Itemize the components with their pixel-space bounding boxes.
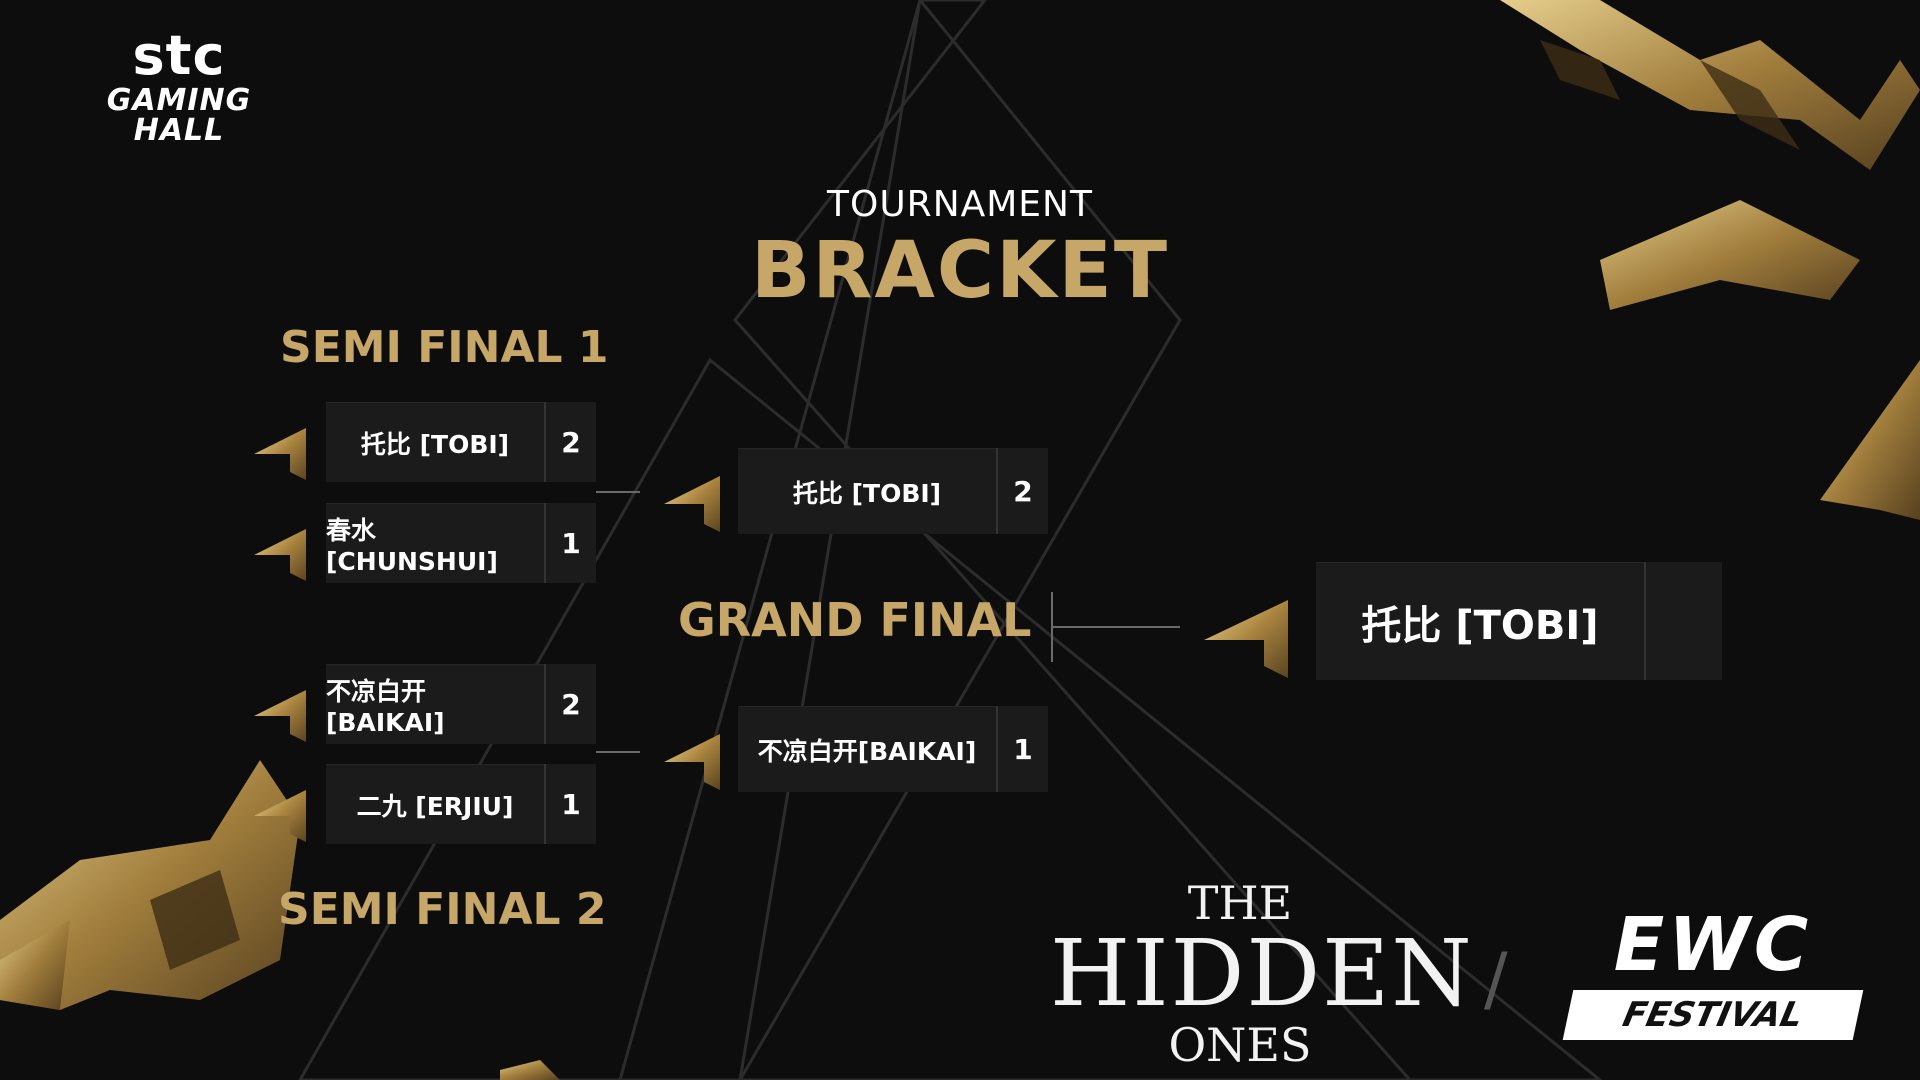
winner-name: 托比 [TOBI]	[1316, 562, 1644, 680]
player-name: 二九 [ERJIU]	[326, 764, 544, 844]
player-score: 2	[996, 448, 1048, 534]
final-slot-1[interactable]: 托比 [TOBI] 2	[652, 448, 1048, 534]
player-name: 春水[CHUNSHUI]	[326, 503, 544, 583]
divider-slash: /	[1484, 938, 1508, 1020]
stc-gaming-hall-logo: stc GAMING HALL	[84, 26, 274, 146]
player-name: 不凉白开[BAIKAI]	[326, 664, 544, 744]
player-score: 2	[544, 402, 596, 482]
winner-slot[interactable]: 托比 [TOBI]	[1186, 562, 1722, 680]
title-bracket: BRACKET	[750, 226, 1170, 316]
ewc-logo-text: EWC	[1613, 902, 1813, 988]
gold-emblem-icon	[240, 402, 326, 482]
title-tournament: TOURNAMENT	[827, 184, 1093, 225]
semi-final-2-label: SEMI FINAL 2	[278, 884, 607, 935]
stc-logo-text: stc	[132, 24, 226, 87]
hidden-ones-line1: THE	[1187, 876, 1293, 930]
player-name: 不凉白开[BAIKAI]	[738, 706, 996, 792]
semi2-slot-1[interactable]: 不凉白开[BAIKAI] 2	[240, 664, 596, 744]
semi2-slot-2[interactable]: 二九 [ERJIU] 1	[240, 764, 596, 844]
player-score: 2	[544, 664, 596, 744]
gold-emblem-icon	[652, 706, 738, 792]
player-name: 托比 [TOBI]	[738, 448, 996, 534]
gold-emblem-icon	[240, 764, 326, 844]
player-score: 1	[544, 503, 596, 583]
the-hidden-ones-logo: THE HIDDEN ONES	[1050, 876, 1474, 1072]
gold-emblem-icon	[240, 503, 326, 583]
winner-score-box	[1644, 562, 1722, 680]
final-slot-2[interactable]: 不凉白开[BAIKAI] 1	[652, 706, 1048, 792]
gold-emblem-icon	[1186, 562, 1316, 680]
hidden-ones-line3: ONES	[1168, 1018, 1312, 1072]
grand-final-label: GRAND FINAL	[678, 593, 1032, 647]
player-score: 1	[996, 706, 1048, 792]
player-name: 托比 [TOBI]	[326, 402, 544, 482]
player-score: 1	[544, 764, 596, 844]
ewc-festival-logo: EWC FESTIVAL	[1562, 902, 1864, 1040]
gold-emblem-icon	[652, 448, 738, 534]
hidden-ones-line2: HIDDEN	[1050, 920, 1474, 1027]
gold-emblem-icon	[240, 664, 326, 744]
semi1-slot-1[interactable]: 托比 [TOBI] 2	[240, 402, 596, 482]
semi1-slot-2[interactable]: 春水[CHUNSHUI] 1	[240, 503, 596, 583]
stc-logo-subtitle: GAMING HALL	[106, 83, 252, 148]
semi-final-1-label: SEMI FINAL 1	[280, 322, 609, 373]
ewc-festival-text: FESTIVAL	[1562, 990, 1864, 1040]
